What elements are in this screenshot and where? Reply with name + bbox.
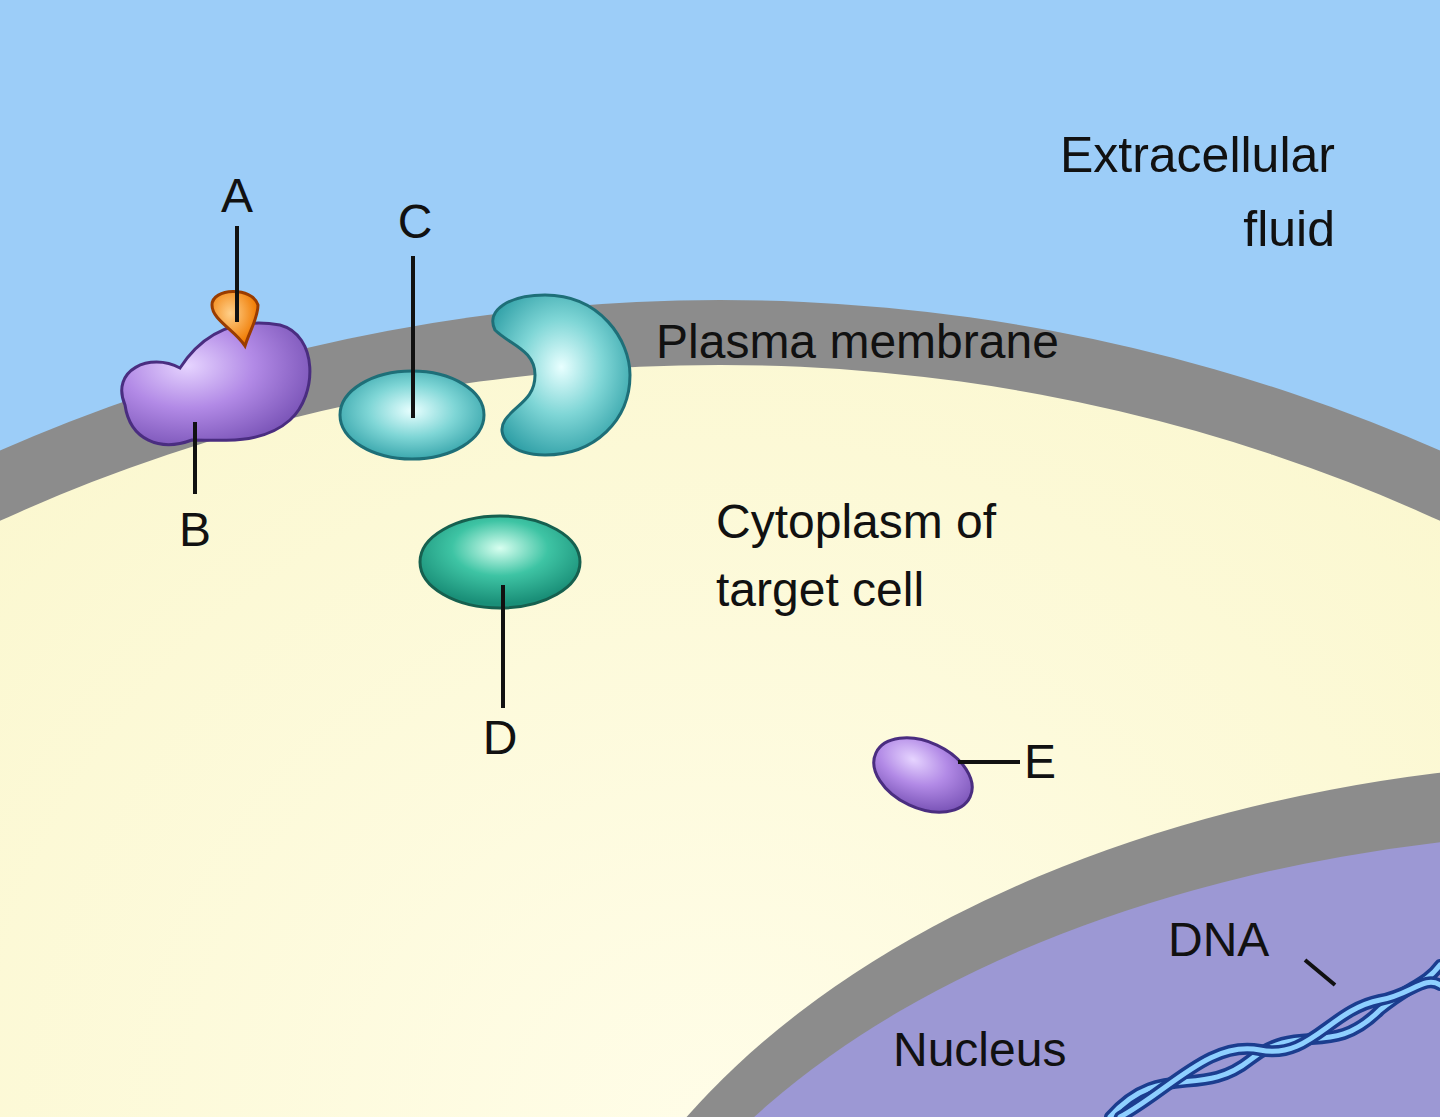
nuclear-envelope [550,760,1440,1117]
membrane-protein [493,295,630,455]
callout-letter: B [170,502,220,558]
leader-lines [195,226,1335,985]
leader-line [411,256,415,418]
cytoplasmic-protein [420,516,580,608]
callout-letter: A [212,168,262,224]
callout-letter: C [390,194,440,250]
region-label: Cytoplasm of target cell [716,488,1076,624]
receptor-protein [122,323,310,444]
region-label: Extracellular fluid [985,118,1335,266]
region-label: Plasma membrane [656,314,1176,370]
callout-letter: E [1024,734,1074,790]
region-label: Nucleus [893,1022,1123,1078]
leader-line [958,760,1020,764]
dna-helix [1110,965,1440,1117]
nucleus-interior [588,830,1440,1117]
leader-line [1305,960,1335,985]
activated-molecule [862,723,984,827]
leader-line [193,422,197,494]
callout-letter: D [475,710,525,766]
leader-line [235,226,239,322]
leader-line [501,585,505,708]
part-label: DNA [1168,912,1308,968]
